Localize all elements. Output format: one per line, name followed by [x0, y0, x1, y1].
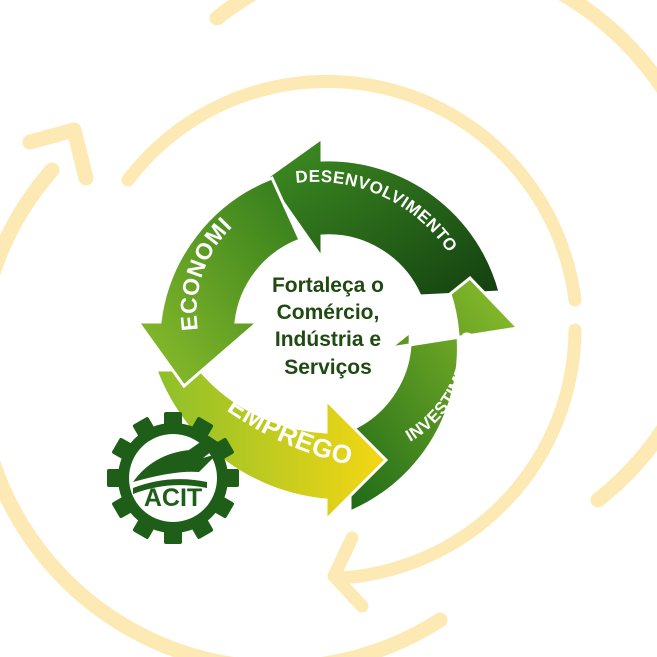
economia-arrow: [135, 176, 303, 389]
desenvolvimento-arrow: [263, 135, 502, 298]
center-line-3: Indústria e: [275, 328, 381, 351]
inner-ring: [121, 74, 582, 613]
center-line-4: Serviços: [284, 356, 372, 379]
center-line-1: Fortaleça o: [272, 274, 384, 297]
label-economia: ECONOMIA: [0, 0, 237, 332]
center-text: Fortaleça o Comércio, Indústria e Serviç…: [272, 274, 384, 379]
center-line-2: Comércio,: [277, 301, 380, 324]
investimento-arrow: [348, 275, 522, 515]
acit-logo: ACIT: [107, 412, 239, 544]
logo-wing-icon: [133, 436, 221, 482]
logo-text: ACIT: [144, 484, 202, 512]
